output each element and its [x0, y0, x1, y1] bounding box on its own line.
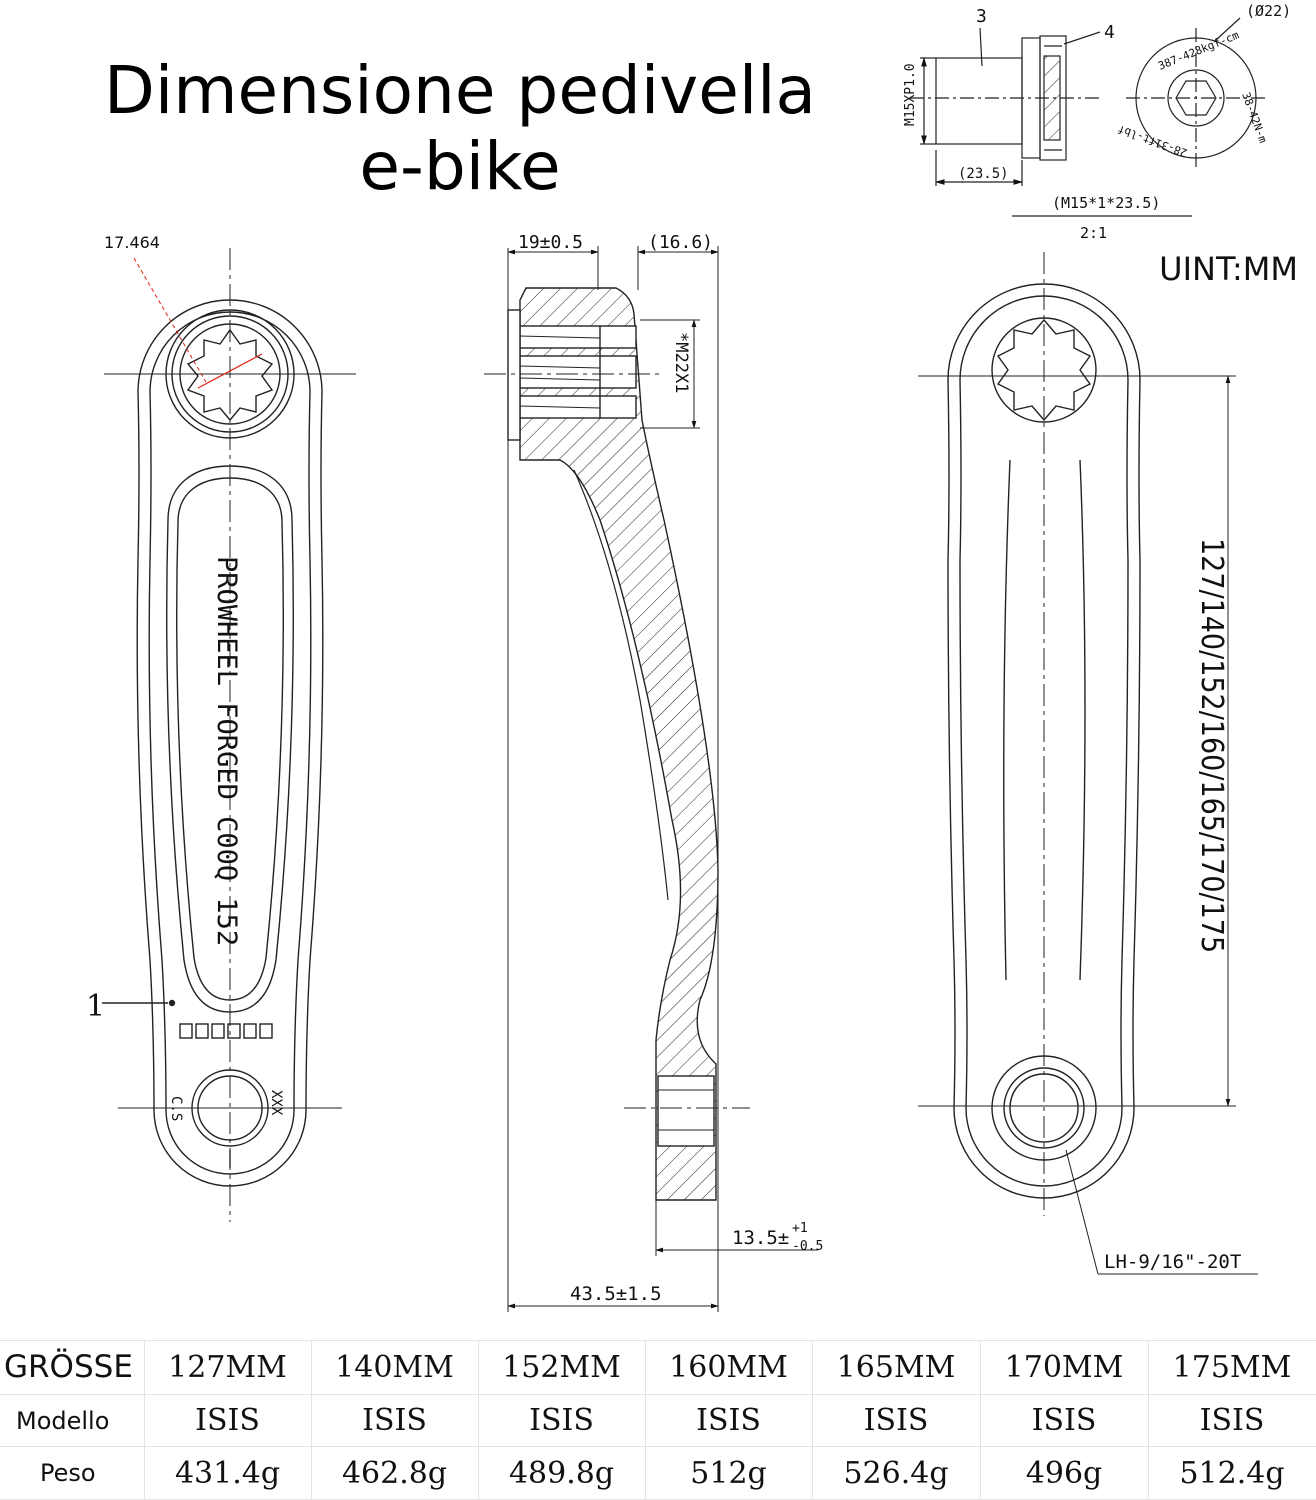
- weight-cell: 512.4g: [1147, 1446, 1316, 1500]
- crank-back-view: [947, 283, 1141, 1199]
- size-cell: 165MM: [811, 1340, 981, 1395]
- crank-side-view: [507, 287, 719, 1201]
- title-line-2: e-bike: [359, 128, 561, 205]
- crank-front-view: [102, 248, 356, 1222]
- model-cell: ISIS: [310, 1393, 479, 1448]
- model-cell: ISIS: [644, 1393, 813, 1448]
- weight-cell: 431.4g: [143, 1446, 312, 1500]
- bolt-callout-4: 4: [1104, 22, 1115, 43]
- model-header: Modello: [0, 1393, 145, 1448]
- size-cell: 170MM: [979, 1340, 1149, 1395]
- weight-cell: 489.8g: [477, 1446, 646, 1500]
- back-view-dimensions: [918, 252, 1258, 1275]
- dim-tol-lower: -0.5: [792, 1239, 823, 1254]
- bolt-torque-nm: 38-42N-m: [1239, 91, 1269, 146]
- weight-cell: 526.4g: [811, 1446, 981, 1500]
- crank-length-options: 127/140/152/160/165/170/175: [1194, 538, 1229, 953]
- mark-xxx: XXX: [268, 1090, 284, 1116]
- unit-label: UINT:MM: [1159, 250, 1298, 288]
- model-cell: ISIS: [143, 1393, 312, 1448]
- bolt-diameter: (Ø22): [1246, 2, 1291, 20]
- bolt-spec: (M15*1*23.5): [1052, 194, 1160, 212]
- weight-row: Peso 431.4g 462.8g 489.8g 512g 526.4g 49…: [0, 1446, 1316, 1500]
- bolt-scale: 2:1: [1080, 224, 1107, 242]
- pedal-thread-spec: LH-9/16"-20T: [1104, 1251, 1241, 1273]
- model-row: Modello ISIS ISIS ISIS ISIS ISIS ISIS IS…: [0, 1393, 1316, 1448]
- dim-pedal-thickness: 13.5±: [732, 1227, 789, 1249]
- dim-top-width: 19±0.5: [518, 232, 583, 253]
- weight-cell: 462.8g: [310, 1446, 479, 1500]
- bolt-length: (23.5): [958, 166, 1009, 182]
- weight-header: Peso: [0, 1446, 145, 1500]
- spindle-dimension-line: [197, 353, 263, 389]
- size-header: GRÖSSE: [0, 1340, 145, 1395]
- dim-offset: (16.6): [648, 232, 713, 253]
- dim-spindle-thread: *M22X1: [671, 332, 691, 393]
- side-view-dimensions: [484, 246, 818, 1312]
- spindle-dimension: 17.464: [104, 233, 160, 252]
- callout-1: 1: [86, 989, 105, 1024]
- spec-table: GRÖSSE 127MM 140MM 152MM 160MM 165MM 170…: [0, 1340, 1316, 1500]
- bolt-thread-label: M15XP1.0: [903, 63, 918, 126]
- model-cell: ISIS: [979, 1393, 1149, 1448]
- bolt-torque-kgf: 387-428kgf-cm: [1156, 28, 1241, 72]
- model-cell: ISIS: [1147, 1393, 1316, 1448]
- size-row: GRÖSSE 127MM 140MM 152MM 160MM 165MM 170…: [0, 1340, 1316, 1395]
- technical-drawing: 3 4 (Ø22) M15XP1.0 (23.5) (M15*1*23.5) 2…: [86, 2, 1291, 1312]
- weight-cell: 512g: [644, 1446, 813, 1500]
- bolt-callout-3: 3: [976, 6, 987, 27]
- bolt-detail: [910, 17, 1266, 217]
- model-cell: ISIS: [477, 1393, 646, 1448]
- size-cell: 175MM: [1147, 1340, 1316, 1395]
- size-cell: 152MM: [477, 1340, 646, 1395]
- mark-cs: C.S: [168, 1096, 184, 1121]
- size-cell: 140MM: [310, 1340, 479, 1395]
- weight-cell: 496g: [979, 1446, 1149, 1500]
- size-cell: 160MM: [644, 1340, 813, 1395]
- bolt-torque-ftlbf: 28-31ft-lbf: [1116, 122, 1189, 159]
- title-line-1: Dimensione pedivella: [104, 52, 816, 129]
- model-cell: ISIS: [811, 1393, 981, 1448]
- spindle-leader: [133, 257, 207, 383]
- dim-q-factor: 43.5±1.5: [570, 1283, 662, 1305]
- dim-tol-upper: +1: [792, 1221, 808, 1236]
- size-cell: 127MM: [143, 1340, 312, 1395]
- crank-engraving: PROWHEEL FORGED C00Q 152: [211, 556, 242, 946]
